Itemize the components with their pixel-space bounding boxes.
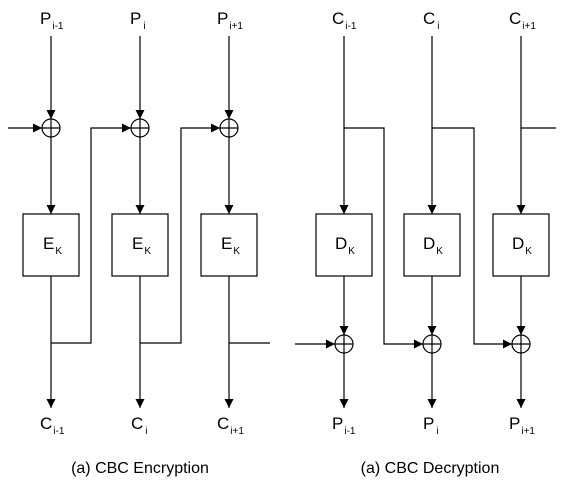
enc-output-label-1: Ci-1 <box>40 414 65 437</box>
enc-feedback-line-2 <box>140 123 220 344</box>
xor-icon <box>334 334 354 354</box>
enc-feedback-line-1 <box>51 123 131 344</box>
dec-block-label-1: DK <box>335 234 355 257</box>
dec-caption: (a) CBC Decryption <box>361 460 500 477</box>
dec-feedforward-line-1 <box>344 127 423 349</box>
enc-block-label-3: EK <box>221 234 240 257</box>
dec-block-label-2: DK <box>423 234 443 257</box>
dec-block-label-3: DK <box>512 234 532 257</box>
xor-icon <box>219 118 239 138</box>
xor-icon <box>422 334 442 354</box>
enc-block-label-1: EK <box>43 234 62 257</box>
dec-feedforward-line-2 <box>432 127 512 349</box>
enc-input-label-3: Pi+1 <box>217 9 243 32</box>
dec-block-3 <box>492 213 550 277</box>
enc-output-label-3: Ci+1 <box>217 414 244 437</box>
enc-caption: (a) CBC Encryption <box>71 460 209 477</box>
xor-icon <box>41 118 61 138</box>
dec-block-2 <box>403 213 461 277</box>
xor-icon <box>511 334 531 354</box>
enc-block-1 <box>22 213 80 277</box>
dec-input-label-3: Ci+1 <box>509 9 536 32</box>
xor-icon <box>130 118 150 138</box>
dec-block-1 <box>315 213 373 277</box>
enc-input-label-1: Pi-1 <box>40 9 64 32</box>
dec-output-label-1: Pi-1 <box>332 414 356 437</box>
dec-input-label-1: Ci-1 <box>332 9 357 32</box>
dec-output-label-3: Pi+1 <box>509 414 535 437</box>
enc-block-label-2: EK <box>132 234 151 257</box>
